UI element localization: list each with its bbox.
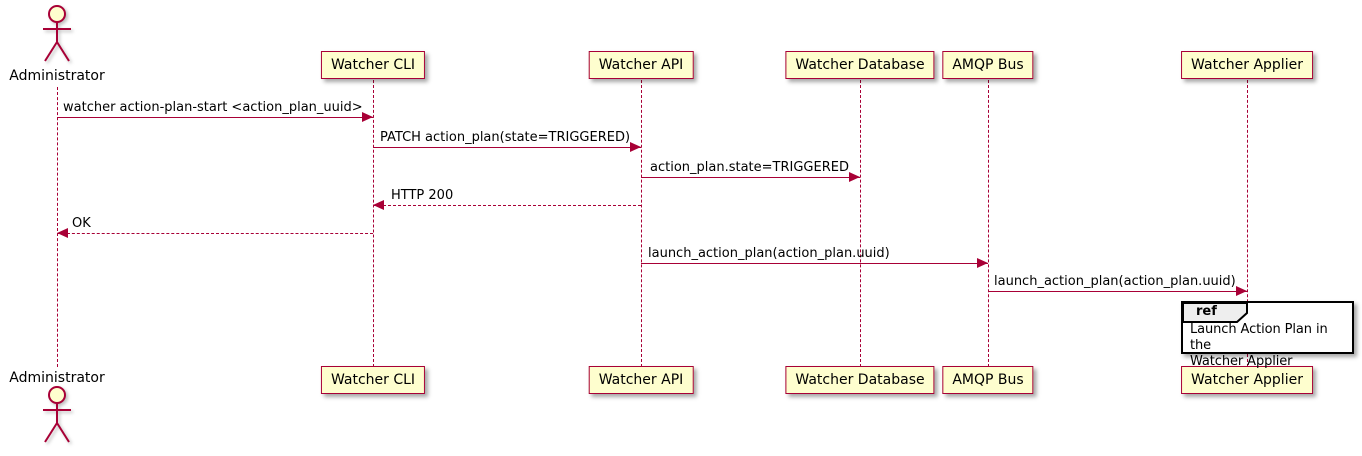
actor-icon [43,5,71,62]
lifeline-watcher-cli [373,80,374,367]
ref-text: Launch Action Plan in the Watcher Applie… [1190,322,1328,369]
lifeline-watcher-api [641,80,642,367]
participant-top-amqp-bus: AMQP Bus [942,51,1034,79]
message-line [373,147,641,148]
ref-keyword: ref [1196,304,1217,319]
message-label: action_plan.state=TRIGGERED [650,160,849,175]
lifeline-watcher-database [860,80,861,367]
actor-label-top: Administrator [9,68,105,84]
arrowhead-right-icon [362,112,373,122]
message-label: OK [72,216,91,231]
message-line [373,205,641,206]
participant-bottom-watcher-cli: Watcher CLI [320,366,426,394]
participant-bottom-watcher-database: Watcher Database [785,366,935,394]
message-label: watcher action-plan-start <action_plan_u… [63,100,363,115]
participant-top-watcher-cli: Watcher CLI [320,51,426,79]
participant-top-watcher-database: Watcher Database [785,51,935,79]
arrowhead-left-icon [373,200,384,210]
arrowhead-right-icon [630,142,641,152]
message-line [641,263,988,264]
lifeline-administrator [57,87,58,367]
ref-header-shape [1183,303,1248,323]
participant-bottom-watcher-api: Watcher API [588,366,694,394]
arrowhead-right-icon [849,172,860,182]
lifeline-watcher-applier [1247,80,1248,367]
message-label: HTTP 200 [391,188,454,203]
message-line [641,177,860,178]
arrowhead-right-icon [1236,286,1247,296]
ref-fragment: ref Launch Action Plan in the Watcher Ap… [1181,301,1354,369]
participant-bottom-amqp-bus: AMQP Bus [942,366,1034,394]
message-label: PATCH action_plan(state=TRIGGERED) [380,130,631,145]
message-line [988,291,1247,292]
lifeline-amqp-bus [988,80,989,367]
actor-icon [43,386,71,443]
arrowhead-left-icon [57,228,68,238]
participant-top-watcher-applier: Watcher Applier [1181,51,1313,79]
participant-bottom-watcher-applier: Watcher Applier [1181,366,1313,394]
message-label: launch_action_plan(action_plan.uuid) [648,246,890,261]
message-line [57,233,373,234]
message-label: launch_action_plan(action_plan.uuid) [994,274,1236,289]
actor-label-bottom: Administrator [9,370,105,386]
participant-top-watcher-api: Watcher API [588,51,694,79]
message-line [57,117,373,118]
arrowhead-right-icon [977,258,988,268]
